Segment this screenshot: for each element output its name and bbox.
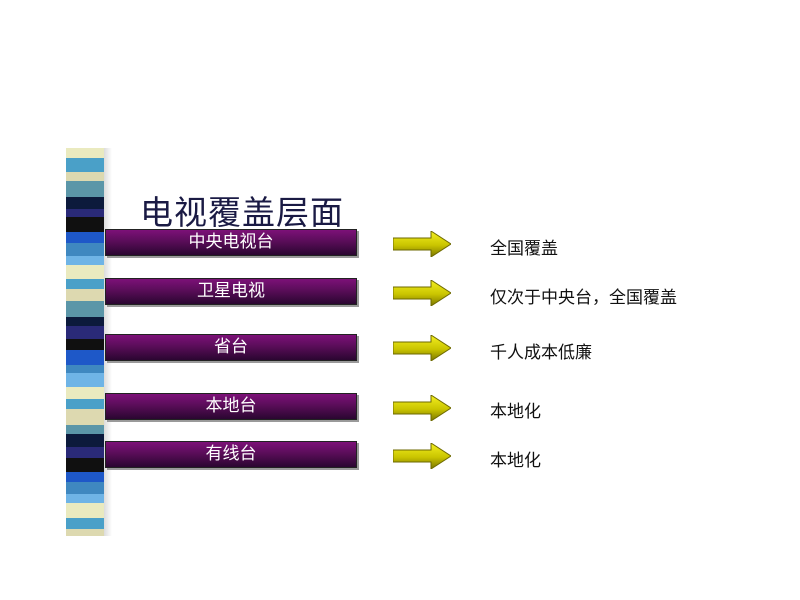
stripe-segment xyxy=(66,529,104,536)
stripe-segment xyxy=(66,256,104,265)
level-box-cable: 有线台 xyxy=(105,441,357,468)
stripe-segment xyxy=(66,265,104,279)
stripe-segment xyxy=(66,289,104,301)
stripe-segment xyxy=(66,232,104,243)
stripe-segment xyxy=(66,217,104,232)
stripe-segment xyxy=(66,279,104,289)
level-box-central: 中央电视台 xyxy=(105,229,357,256)
stripe-segment xyxy=(66,399,104,409)
stripe-segment xyxy=(66,243,104,256)
coverage-text-provincial: 千人成本低廉 xyxy=(490,343,592,363)
stripe-segment xyxy=(66,172,104,181)
stripe-segment xyxy=(66,434,104,447)
stripe-segment xyxy=(66,317,104,326)
stripe-segment xyxy=(66,209,104,217)
stripe-segment xyxy=(66,494,104,503)
level-box-satellite: 卫星电视 xyxy=(105,278,357,305)
page-title: 电视覆盖层面 xyxy=(140,193,344,232)
coverage-text-satellite: 仅次于中央台，全国覆盖 xyxy=(490,288,677,308)
stripe-segment xyxy=(66,425,104,434)
stripe-segment xyxy=(66,339,104,350)
coverage-text-cable: 本地化 xyxy=(490,451,541,471)
level-box-provincial: 省台 xyxy=(105,334,357,361)
stripe-segment xyxy=(66,409,104,425)
stripe-segment xyxy=(66,301,104,317)
right-arrow-icon xyxy=(393,395,451,421)
stripe-segment xyxy=(66,373,104,387)
right-arrow-icon xyxy=(393,280,451,306)
stripe-segment xyxy=(66,350,104,365)
decorative-stripe-bar xyxy=(66,148,104,536)
stripe-segment xyxy=(66,197,104,209)
stripe-segment xyxy=(66,387,104,399)
stripe-segment xyxy=(66,365,104,373)
coverage-text-central: 全国覆盖 xyxy=(490,239,558,259)
stripe-segment xyxy=(66,518,104,529)
right-arrow-icon xyxy=(393,443,451,469)
stripe-segment xyxy=(66,326,104,339)
stripe-segment xyxy=(66,447,104,458)
right-arrow-icon xyxy=(393,335,451,361)
level-box-local: 本地台 xyxy=(105,393,357,420)
coverage-text-local: 本地化 xyxy=(490,402,541,422)
stripe-segment xyxy=(66,181,104,197)
stripe-segment xyxy=(66,148,104,158)
stripe-segment xyxy=(66,472,104,482)
stripe-segment xyxy=(66,482,104,494)
stripe-segment xyxy=(66,503,104,518)
stripe-segment xyxy=(66,458,104,472)
stripe-segment xyxy=(66,158,104,172)
right-arrow-icon xyxy=(393,231,451,257)
